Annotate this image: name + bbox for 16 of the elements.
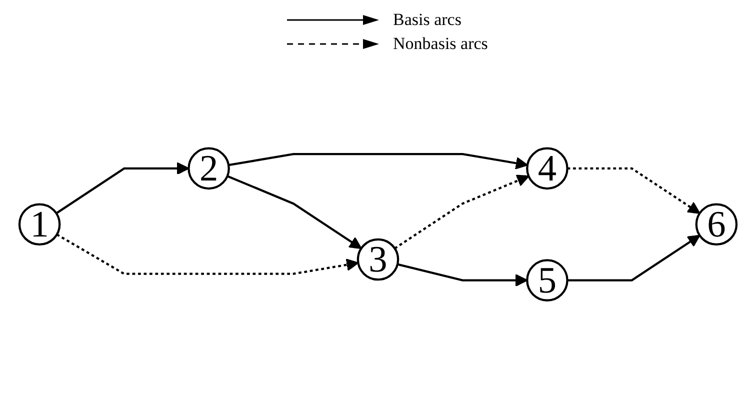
legend-text: Nonbasis arcs (393, 34, 488, 54)
arrow (567, 167, 700, 214)
node-circle: 5 (526, 258, 568, 302)
arrow (567, 234, 700, 281)
arrow (56, 233, 359, 275)
node-circle: 2 (188, 146, 230, 190)
node-circle: 4 (526, 146, 568, 190)
arrow (394, 174, 530, 249)
arrow (56, 162, 190, 214)
arrow (397, 262, 528, 286)
node-circle: 1 (18, 202, 61, 246)
legend-text: Basis arcs (393, 10, 462, 30)
node-circle: 3 (356, 238, 400, 280)
arrow (228, 152, 528, 170)
arrow (226, 174, 362, 249)
node-circle: 6 (695, 202, 738, 246)
